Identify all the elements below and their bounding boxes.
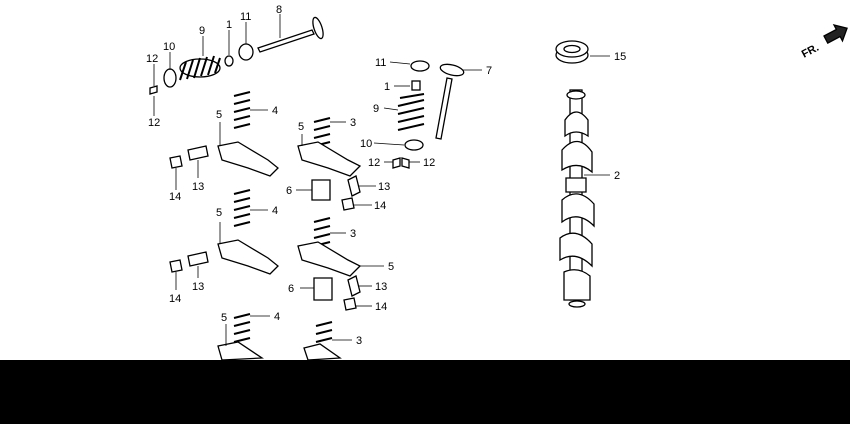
spring-seat-10b [404,139,424,151]
leader-lines [153,14,610,346]
rocker-arm-5e [217,341,264,361]
valve-seal-1 [224,55,234,67]
callout-8: 8 [276,4,282,16]
callout-13c: 13 [192,281,204,293]
cotters-12b [392,157,410,169]
rocker-arm-5c [217,239,279,275]
valve-8 [257,16,324,53]
nut-14d [343,297,357,311]
callout-9b: 9 [373,103,379,115]
callout-6b: 6 [288,283,294,295]
retainer-11b [410,60,430,72]
front-label: FR. [800,42,821,61]
shaft-collar-6b [313,277,333,301]
callout-5a: 5 [216,109,222,121]
front-direction-arrow: FR. [800,24,848,61]
callout-7: 7 [486,65,492,77]
intake-valve-group [149,16,324,95]
callout-12-top: 12 [146,53,158,65]
callout-1b: 1 [384,81,390,93]
callout-4b: 4 [272,205,278,217]
callout-12c: 12 [368,157,380,169]
callout-14a: 14 [169,191,181,203]
rocker-spring-3b [313,217,331,247]
callout-10b: 10 [360,138,372,150]
camshaft-2 [559,89,595,308]
callout-2: 2 [614,170,620,182]
parts-diagram: FR. [146,4,848,361]
rocker-spring-4c [233,313,251,343]
nut-14a [169,155,183,169]
black-footer-bar [0,360,850,424]
valve-spring-9b [397,93,425,131]
callout-4a: 4 [272,105,278,117]
rocker-spring-3a [313,117,331,147]
callout-15: 15 [614,51,626,63]
callout-5d: 5 [388,261,394,273]
rocker-spring-4b [233,189,251,227]
rocker-arm-5b [297,141,362,177]
valve-spring-9 [179,55,221,81]
callout-5e: 5 [221,312,227,324]
callout-3a: 3 [350,117,356,129]
callout-13a: 13 [192,181,204,193]
callout-14d: 14 [375,301,387,313]
callout-5c: 5 [216,207,222,219]
adjuster-13d [347,275,361,297]
adjuster-13c [187,251,209,267]
rocker-arm-5a [217,141,279,177]
callout-3c: 3 [356,335,362,347]
spring-seat-10 [163,68,177,88]
camshaft-seal-15 [555,40,589,64]
shaft-collar-6a [311,179,331,201]
callout-12d: 12 [423,157,435,169]
rocker-arm-partial [303,343,342,361]
callout-11: 11 [240,11,251,23]
callout-14b: 14 [374,200,386,212]
exhaust-valve-group [392,60,465,169]
callout-5b: 5 [298,121,304,133]
callout-11b: 11 [375,57,386,69]
valve-seal-1b [411,80,421,91]
callout-labels: 8 9 10 1 11 12 12 11 7 1 9 10 12 12 15 2… [146,4,626,347]
cotter-12 [149,85,158,95]
valve-7 [435,63,465,140]
nut-14c [169,259,183,273]
rocker-spring-3c [315,321,333,343]
callout-9: 9 [199,25,205,37]
exploded-view-svg: FR. [146,4,848,361]
callout-13b: 13 [378,181,390,193]
callout-6a: 6 [286,185,292,197]
callout-1: 1 [226,19,232,31]
rocker-arm-5d [297,241,362,277]
retainer-11 [238,43,254,61]
callout-14c: 14 [169,293,181,305]
callout-4c: 4 [274,311,280,323]
adjuster-13a [187,145,209,161]
adjuster-13b [347,175,361,197]
nut-14b [341,197,355,211]
callout-10: 10 [163,41,175,53]
callout-13d: 13 [375,281,387,293]
callout-12-bottom: 12 [148,117,160,129]
front-arrow-icon [823,24,848,44]
rocker-spring-4a [233,91,251,129]
callout-3b: 3 [350,228,356,240]
